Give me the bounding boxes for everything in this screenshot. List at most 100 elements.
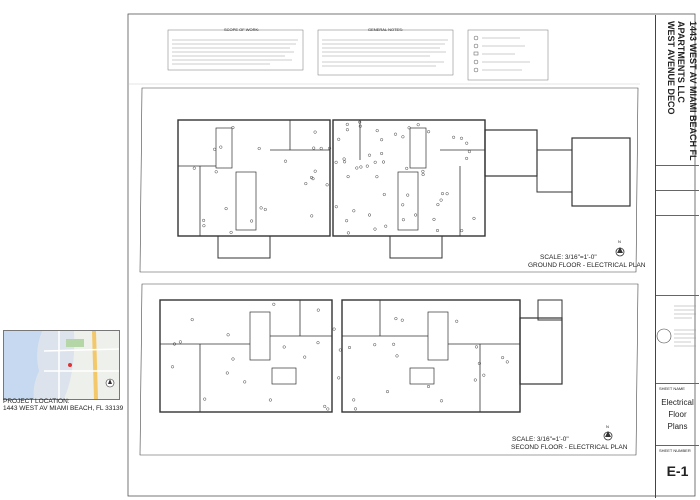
fixture-symbol <box>326 407 330 411</box>
fixture-symbol <box>452 135 456 139</box>
ground-floor-scale: SCALE: 3/16"=1'-0" <box>540 254 597 261</box>
title-block-divider <box>656 383 699 384</box>
fixture-symbol <box>346 231 350 235</box>
fixture-symbol <box>323 404 327 408</box>
fixture-symbol <box>338 348 342 352</box>
north-label-ground: N <box>618 239 621 244</box>
fixture-symbol <box>401 203 405 207</box>
fixture-symbol <box>226 333 230 337</box>
fixture-symbol <box>304 182 308 186</box>
fixture-symbol <box>382 192 386 197</box>
fixture-symbol <box>505 360 509 364</box>
fixture-symbol <box>455 319 459 323</box>
fixture-symbol <box>309 175 314 180</box>
fixture-symbol <box>345 122 349 126</box>
ground-floor-title: GROUND FLOOR - ELECTRICAL PLAN <box>528 262 646 269</box>
fixture-symbol <box>359 165 363 169</box>
fixture-symbol <box>367 153 372 157</box>
fixture-symbol <box>259 206 263 210</box>
sheet-name-line: Electrical <box>661 398 694 407</box>
general-notes-title: GENERAL NOTES: <box>368 27 403 32</box>
fixture-symbol <box>224 207 228 211</box>
fixture-symbol <box>358 120 362 124</box>
fixture-symbol <box>373 227 377 231</box>
fixture-symbol <box>459 136 464 140</box>
second-floor-plan <box>139 283 639 456</box>
title-block-divider <box>656 295 699 296</box>
fixture-symbol <box>401 135 405 139</box>
fixture-symbol <box>312 146 316 150</box>
fixture-symbol <box>313 169 317 173</box>
title-block-divider <box>656 165 699 166</box>
fixture-symbol <box>334 205 338 209</box>
fixture-symbol <box>283 159 288 163</box>
fixture-symbol <box>303 355 307 359</box>
fixture-symbol <box>395 354 399 358</box>
fixture-symbol <box>427 130 431 134</box>
sheet-name-label: SHEET NAME <box>659 386 685 391</box>
fixture-symbol <box>192 166 196 170</box>
north-label-second: N <box>606 424 609 429</box>
fixture-symbol <box>482 373 486 377</box>
fixture-symbol <box>268 398 272 402</box>
fixture-symbol <box>426 384 431 389</box>
second-floor-title: SECOND FLOOR - ELECTRICAL PLAN <box>511 444 628 451</box>
fixture-symbol <box>345 128 349 132</box>
fixture-symbol <box>347 345 352 350</box>
fixture-symbol <box>355 166 359 170</box>
fixture-symbol <box>337 376 341 380</box>
fixture-symbol <box>373 343 377 347</box>
sheet-name-line: Plans <box>667 422 688 431</box>
fixture-symbol <box>257 146 261 151</box>
fixture-symbol <box>385 390 390 394</box>
fixture-symbol <box>472 216 476 220</box>
fixture-symbol <box>353 407 358 411</box>
fixture-symbol <box>352 398 356 402</box>
fixture-symbol <box>381 160 386 164</box>
title-block: WEST AVENUE DECO APARTMENTS LLC 1443 WES… <box>655 15 699 498</box>
north-arrow-ground <box>615 247 625 257</box>
fixture-symbol <box>213 147 217 151</box>
fixture-symbol <box>219 145 223 149</box>
fixture-symbol <box>414 213 418 217</box>
fixture-symbol <box>406 193 410 197</box>
location-caption-address: 1443 WEST AV MIAMI BEACH, FL 33139 <box>3 405 124 412</box>
fixture-symbol <box>337 137 341 141</box>
fixture-symbol <box>394 317 398 321</box>
title-block-divider <box>656 445 699 446</box>
map-north-arrow <box>105 378 115 388</box>
fixture-symbol <box>343 160 347 164</box>
fixture-symbol <box>346 175 350 179</box>
fixture-symbol <box>313 130 317 134</box>
fixture-symbol <box>384 224 388 228</box>
fixture-symbol <box>439 399 444 403</box>
fixture-symbol <box>401 218 405 222</box>
fixture-symbol <box>352 209 356 213</box>
fixture-symbol <box>400 318 404 322</box>
fixture-symbol <box>310 214 314 218</box>
fixture-symbol <box>375 129 379 133</box>
fixture-symbol <box>439 198 443 202</box>
fixture-symbol <box>407 126 411 130</box>
fixture-symbol <box>319 146 323 150</box>
scope-notes-title: SCOPE OF WORK: <box>224 27 260 32</box>
fixture-symbol <box>328 146 332 150</box>
fixture-symbol <box>432 217 436 221</box>
project-name-line2: APARTMENTS LLC <box>676 21 686 103</box>
fixture-symbol <box>231 126 235 130</box>
fixture-symbol <box>445 192 449 196</box>
fixture-symbol <box>225 371 229 375</box>
symbol-legend <box>467 29 549 81</box>
fixture-symbol <box>342 157 346 161</box>
fixture-symbol <box>332 327 336 331</box>
fixture-symbol <box>375 175 379 179</box>
title-block-divider <box>656 190 699 191</box>
fixture-symbol <box>365 164 369 168</box>
fixture-symbol <box>367 213 372 217</box>
fixture-symbol <box>380 151 384 156</box>
fixture-symbol <box>316 308 320 312</box>
project-address: 1443 WEST AV MIAMI BEACH FL <box>688 21 698 161</box>
fixture-symbol <box>282 345 286 349</box>
fixture-symbol <box>325 183 329 187</box>
